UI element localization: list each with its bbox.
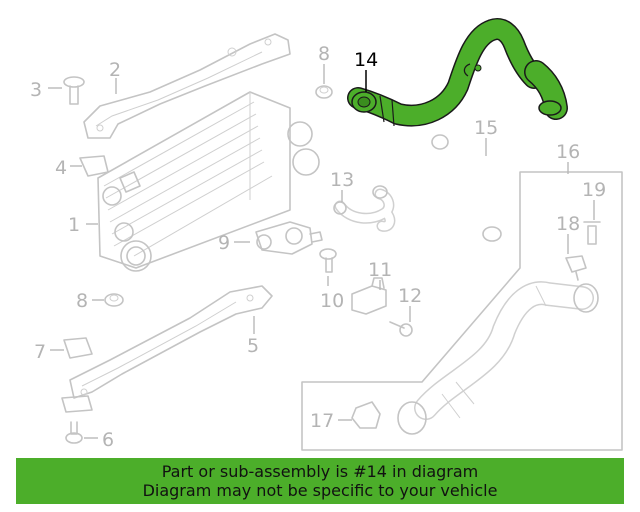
- part-14-air-duct: [347, 18, 568, 127]
- callout-17[interactable]: 17: [310, 410, 334, 432]
- callout-19[interactable]: 19: [582, 179, 606, 201]
- part-4-clip: [79, 155, 109, 177]
- callout-14[interactable]: 14: [354, 49, 378, 71]
- part-15-hose: [406, 134, 502, 242]
- callout-8-left[interactable]: 8: [76, 290, 88, 312]
- part-2-upper-bracket: [83, 33, 291, 139]
- part-8-grommet-left: [104, 293, 124, 307]
- part-17-gasket: [351, 401, 381, 429]
- part-5-lower-bracket: [61, 285, 273, 413]
- part-13-pipe: [333, 185, 396, 232]
- banner-line-2: Diagram may not be specific to your vehi…: [142, 481, 498, 500]
- callout-10[interactable]: 10: [320, 290, 344, 312]
- callout-11[interactable]: 11: [368, 259, 392, 281]
- callout-18[interactable]: 18: [556, 213, 580, 235]
- parts-diagram: 1 2 3 4 5 6 7 8 8 9 10 11 12 13 14 15 16…: [30, 18, 623, 451]
- part-10-bolt: [319, 248, 337, 273]
- part-9-valve: [255, 221, 323, 255]
- part-3-bolt: [63, 76, 85, 105]
- callout-6[interactable]: 6: [102, 429, 114, 451]
- part-18-clip: [565, 255, 587, 281]
- callout-5[interactable]: 5: [247, 335, 259, 357]
- part-19-screw: [583, 221, 601, 245]
- callout-7[interactable]: 7: [34, 341, 46, 363]
- callout-4[interactable]: 4: [55, 157, 67, 179]
- callout-1[interactable]: 1: [68, 214, 80, 236]
- callout-12[interactable]: 12: [398, 285, 422, 307]
- part-1-intercooler: [97, 91, 320, 272]
- callout-15[interactable]: 15: [474, 117, 498, 139]
- info-banner: Part or sub-assembly is #14 in diagram D…: [16, 458, 624, 504]
- callout-13[interactable]: 13: [330, 169, 354, 191]
- banner-line-1: Part or sub-assembly is #14 in diagram: [161, 462, 479, 481]
- callout-9[interactable]: 9: [218, 232, 230, 254]
- part-7-clip: [63, 337, 93, 359]
- part-12-bolt: [389, 321, 413, 337]
- callouts: 1 2 3 4 5 6 7 8 8 9 10 11 12 13 14 15 16…: [30, 43, 606, 451]
- callout-8-top[interactable]: 8: [318, 43, 330, 65]
- part-6-bolt: [65, 421, 83, 444]
- callout-2[interactable]: 2: [109, 59, 121, 81]
- part-11-sensor: [351, 277, 387, 315]
- leader-lines: [48, 64, 595, 439]
- callout-16[interactable]: 16: [556, 141, 580, 163]
- part-16-assembly-box: [301, 171, 623, 451]
- callout-3[interactable]: 3: [30, 79, 42, 101]
- part-8-grommet-top: [315, 85, 333, 99]
